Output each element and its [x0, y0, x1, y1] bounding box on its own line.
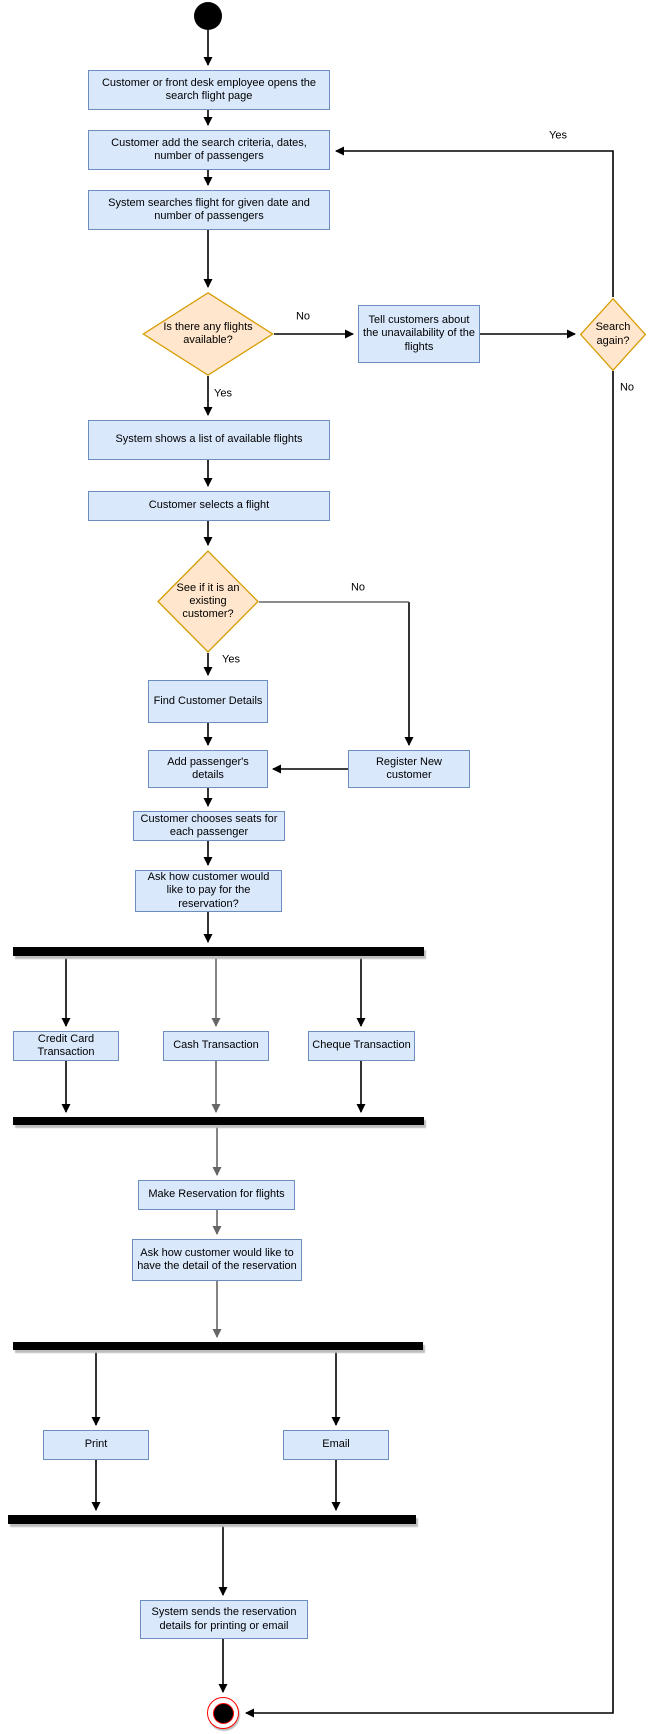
decision-existing-customer-label: See if it is an existing customer?: [176, 581, 240, 621]
node-ask-payment: Ask how customer would like to pay for t…: [135, 870, 282, 912]
fork-bar-payment: [13, 947, 424, 956]
edge-label-available-no: No: [294, 310, 312, 323]
node-choose-seats: Customer chooses seats for each passenge…: [133, 811, 285, 841]
edge-search-again-yes-loop: [335, 146, 614, 297]
node-ask-detail: Ask how customer would like to have the …: [132, 1239, 302, 1281]
end-node: [207, 1697, 239, 1729]
diamond-shape-icon: [157, 550, 259, 653]
diamond-shape-icon: [580, 298, 646, 371]
decision-existing-customer: See if it is an existing customer?: [157, 550, 259, 653]
node-select-flight: Customer selects a flight: [88, 491, 330, 521]
node-send-details: System sends the reservation details for…: [140, 1600, 308, 1639]
node-make-reservation: Make Reservation for flights: [138, 1180, 295, 1210]
decision-flights-available-label: Is there any flights available?: [163, 320, 253, 346]
edge-label-search-again-yes: Yes: [548, 129, 568, 142]
node-credit-card: Credit Card Transaction: [13, 1031, 119, 1061]
node-add-criteria: Customer add the search criteria, dates,…: [88, 130, 330, 170]
edge-label-existing-no: No: [349, 581, 367, 594]
node-print: Print: [43, 1430, 149, 1460]
join-bar-payment: [13, 1117, 424, 1125]
node-tell-unavailability: Tell customers about the unavailability …: [358, 305, 480, 363]
join-bar-detail: [8, 1515, 416, 1524]
node-show-list: System shows a list of available flights: [88, 420, 330, 460]
node-system-searches: System searches flight for given date an…: [88, 190, 330, 230]
node-register-new: Register New customer: [348, 750, 470, 788]
edge-label-existing-yes: Yes: [221, 653, 241, 666]
diamond-shape-icon: [142, 292, 274, 376]
node-find-details: Find Customer Details: [148, 680, 268, 723]
fork-bar-detail: [13, 1342, 423, 1350]
end-node-core-icon: [212, 1702, 234, 1724]
decision-search-again: Search again?: [580, 298, 646, 371]
node-open-search: Customer or front desk employee opens th…: [88, 70, 330, 110]
start-node: [194, 2, 222, 30]
node-email: Email: [283, 1430, 389, 1460]
node-add-passenger: Add passenger's details: [148, 750, 268, 788]
edge-search-again-no-to-end: [245, 371, 614, 1718]
edge-label-available-yes: Yes: [213, 387, 233, 400]
decision-flights-available: Is there any flights available?: [142, 292, 274, 376]
decision-search-again-label: Search again?: [595, 321, 631, 347]
edge-label-search-again-no: No: [618, 381, 636, 394]
node-cash: Cash Transaction: [163, 1031, 269, 1061]
node-cheque: Cheque Transaction: [308, 1031, 415, 1061]
